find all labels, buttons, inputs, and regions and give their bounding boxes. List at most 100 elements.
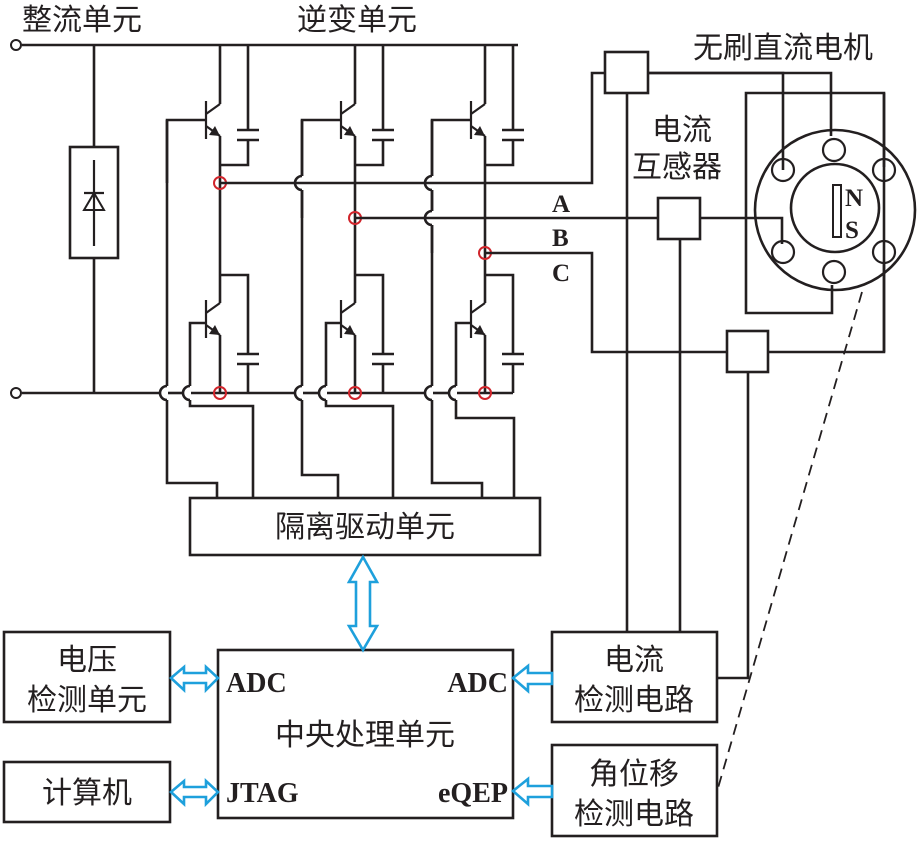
- leg-3-upper-cap-wire-bottom: [485, 140, 515, 167]
- winding-terminal-6: [821, 259, 847, 285]
- leg-1-upper-gate-hop: [158, 384, 168, 402]
- current-sensor-c: [725, 329, 770, 374]
- driver-cpu-bidirectional-arrow: [346, 554, 380, 653]
- leg-2-upper-transistor-arrow-icon: [344, 126, 355, 136]
- leg-2-upper-gate-wire-a: [300, 118, 341, 218]
- leg-2-lower-transistor-collector: [340, 302, 356, 314]
- leg-3-lower-gate-hop: [447, 384, 457, 402]
- north-pole-label: N: [845, 185, 863, 212]
- current-detect-to-cpu-arrow: [510, 663, 554, 694]
- leg-3-lower-gate-wire-a: [454, 321, 471, 386]
- leg-3-lower-gate-wire-b: [454, 400, 516, 498]
- current-transformer-label-1: 电流: [652, 113, 712, 148]
- current-transformer-label-2: 互感器: [632, 150, 722, 185]
- rectifier-unit-title: 整流单元: [22, 3, 142, 38]
- leg-3-upper-gate-hop: [423, 384, 433, 402]
- leg-1-emitter-node: [213, 386, 227, 400]
- phase-wires: [220, 71, 886, 354]
- inverter-bridge: [158, 45, 524, 498]
- computer-cpu-bidirectional-arrow: [169, 778, 220, 808]
- diode-icon: [82, 160, 106, 246]
- leg-2-lower-gate-wire-a: [324, 321, 341, 386]
- winding-terminal-5: [871, 239, 897, 265]
- leg-1-lower-gate-hop: [181, 384, 191, 402]
- leg-3-lower-transistor-collector: [470, 302, 486, 314]
- cpu-port-adc-left: ADC: [226, 668, 287, 699]
- leg-1-lower-gate-wire-b: [188, 400, 255, 498]
- leg-1-upper-transistor-arrow-icon: [209, 126, 220, 136]
- current-detect-label-2: 检测电路: [574, 683, 694, 718]
- leg-1-lower-transistor-arrow-icon: [209, 325, 220, 335]
- cpu-port-eqep: eQEP: [438, 778, 508, 809]
- positive-terminal: [10, 39, 22, 51]
- voltage-detect-label-1: 电压: [57, 643, 117, 678]
- leg-2-upper-transistor-collector: [340, 103, 356, 115]
- leg-2-lower-cap-wire-top: [355, 273, 385, 354]
- rectifier: [68, 45, 120, 393]
- south-pole-label: S: [845, 217, 859, 244]
- angle-detect-box[interactable]: [550, 743, 719, 838]
- cpu-label: 中央处理单元: [275, 718, 455, 753]
- voltage-detect-box[interactable]: [2, 630, 172, 724]
- sensor-c-signal-wire: [717, 372, 750, 680]
- leg-3-upper-transistor-arrow-icon: [474, 126, 485, 136]
- computer-label: 计算机: [42, 776, 132, 811]
- leg-3-upper-gate-wire-c: [430, 400, 484, 498]
- leg-2-lower-transistor-arrow-icon: [344, 325, 355, 335]
- angle-sensor-link: [717, 291, 863, 789]
- leg-3-upper-transistor-collector: [470, 103, 486, 115]
- current-detect-box[interactable]: [550, 630, 719, 724]
- bldc-motor-title: 无刷直流电机: [693, 31, 873, 66]
- winding-terminal-1: [821, 137, 847, 163]
- winding-terminal-4: [770, 239, 796, 265]
- leg-3-lower-cap-wire-top: [485, 273, 515, 354]
- motor: N S: [753, 128, 917, 292]
- leg-1-upper-cap-wire-bottom: [220, 140, 250, 167]
- motor-stator: [753, 128, 917, 292]
- leg-3-upper-gate-wire-a: [430, 118, 471, 253]
- rotor-magnet-icon: [832, 184, 842, 238]
- negative-terminal: [10, 387, 22, 399]
- phase-a-wire-to-motor-2: [648, 71, 833, 136]
- isolation-driver-label: 隔离驱动单元: [275, 510, 455, 545]
- phase-label-a: A: [552, 191, 570, 218]
- voltage-cpu-bidirectional-arrow: [169, 664, 220, 694]
- leg-2-upper-gate-hop: [293, 384, 303, 402]
- phase-label-b: B: [552, 225, 569, 252]
- leg-1-upper-gate-wire-c: [165, 400, 219, 498]
- computer-box[interactable]: [2, 760, 172, 824]
- phase-label-c: C: [552, 260, 570, 287]
- phase-c-wire: [485, 251, 727, 354]
- leg-1-upper-gate-wire-a: [165, 118, 206, 183]
- leg-2-upper-cap-wire-bottom: [355, 140, 385, 167]
- current-sensor-a: [603, 50, 650, 95]
- phase-b-wire-to-motor: [700, 216, 784, 244]
- leg-2-emitter-node: [348, 386, 362, 400]
- isolation-driver-box[interactable]: [188, 496, 542, 557]
- motor-rotor: [789, 162, 881, 254]
- current-sensor-b: [656, 196, 702, 241]
- current-detect-label-1: 电流: [604, 643, 664, 678]
- winding-terminal-3: [871, 157, 897, 183]
- leg-3-emitter-node: [478, 386, 492, 400]
- leg-2-lower-gate-hop: [317, 384, 327, 402]
- leg-1-upper-transistor-collector: [205, 103, 221, 115]
- leg-1-lower-transistor-collector: [205, 302, 221, 314]
- voltage-detect-label-2: 检测单元: [27, 683, 147, 718]
- dc-bus: [10, 39, 518, 399]
- cpu-port-adc-right: ADC: [447, 668, 508, 699]
- angle-detect-to-cpu-arrow: [510, 776, 554, 807]
- leg-1-lower-gate-wire-a: [188, 321, 206, 386]
- leg-1-lower-cap-wire-top: [220, 273, 250, 354]
- leg-2-upper-gate-wire-c: [300, 400, 340, 498]
- angle-detect-label-1: 角位移: [589, 757, 679, 792]
- winding-terminal-2: [770, 157, 796, 183]
- leg-3-lower-transistor-arrow-icon: [474, 325, 485, 335]
- leg-2-lower-gate-wire-b: [324, 400, 395, 498]
- inverter-unit-title: 逆变单元: [297, 3, 417, 38]
- cpu-box[interactable]: [216, 648, 515, 820]
- phase-a-wire: [220, 71, 605, 185]
- angle-detect-label-2: 检测电路: [574, 797, 694, 832]
- cpu-port-jtag: JTAG: [226, 778, 299, 809]
